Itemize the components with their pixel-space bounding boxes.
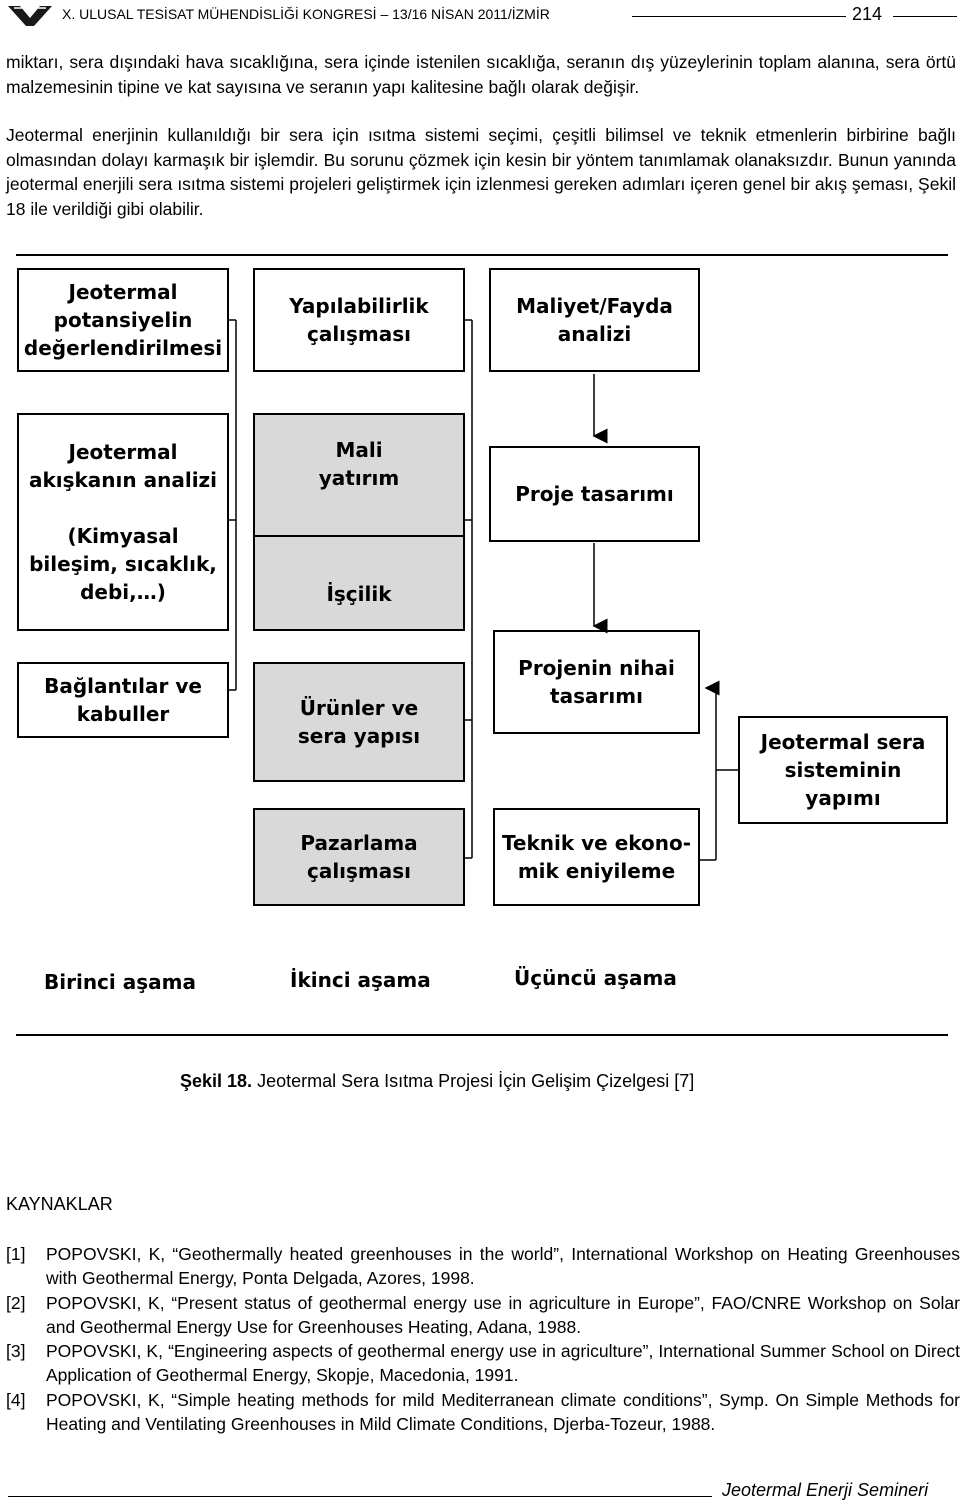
stage-label-1: Birinci aşama [44, 970, 196, 994]
box-line: İşçilik [326, 581, 392, 606]
box-line: potansiyelin [53, 308, 193, 332]
congress-logo [8, 6, 52, 26]
box-line: (Kimyasal [67, 524, 179, 548]
box-line: Teknik ve ekono- [501, 831, 692, 855]
figure-caption: Şekil 18. Jeotermal Sera Isıtma Projesi … [180, 1071, 694, 1092]
box-line: Jeotermal [68, 280, 178, 304]
box-line: akışkanın analizi [28, 468, 218, 492]
paragraph-2: Jeotermal enerjinin kullanıldığı bir ser… [6, 125, 956, 219]
box-proje-tasarimi: Proje tasarımı [489, 446, 700, 542]
header-rule-right [893, 16, 957, 17]
reference-text: POPOVSKI, K, “Present status of geotherm… [46, 1293, 960, 1338]
stage-label-3: Üçüncü aşama [514, 966, 677, 990]
box-teknik-ekonomik: Teknik ve ekono-mik eniyileme [493, 808, 700, 906]
box-line: çalışması [306, 859, 412, 883]
box-line: Proje tasarımı [515, 482, 674, 506]
reference-number: [1] [6, 1244, 26, 1264]
box-line: sisteminin [784, 758, 902, 782]
box-pazarlama: Pazarlama çalışması [253, 808, 465, 906]
box-mali-yatirim-iscilik: Mali yatırım İşçilik [253, 413, 465, 631]
box-akiskan-analizi: Jeotermal akışkanın analizi (Kimyasal bileş… [17, 413, 229, 631]
box-sera-yapimi: Jeotermal sera sisteminin yapımı [738, 716, 948, 824]
caption-text: Jeotermal Sera Isıtma Projesi İçin Geliş… [257, 1071, 695, 1091]
figure-bottom-rule [16, 1034, 948, 1036]
footer-rule [8, 1496, 712, 1497]
box-line: analizi [557, 322, 632, 346]
box-jeotermal-potansiyel: Jeotermal potansiyelin değerlendirilmesi [17, 268, 229, 372]
box-line: tasarımı [550, 684, 643, 708]
box-nihai-tasarim: Projenin nihai tasarımı [493, 630, 700, 734]
box-line: Projenin nihai [518, 656, 675, 680]
footer-text: Jeotermal Enerji Semineri [722, 1480, 929, 1500]
box-line: çalışması [306, 322, 412, 346]
box-line: debi,…) [80, 580, 166, 604]
box-line: Pazarlama [300, 831, 418, 855]
box-line: kabuller [76, 702, 170, 726]
reference-number: [3] [6, 1341, 26, 1361]
stage-label-2: İkinci aşama [290, 968, 431, 992]
flowchart-connectors [228, 319, 738, 861]
box-line: sera yapısı [297, 724, 421, 748]
caption-label: Şekil 18. [180, 1071, 253, 1091]
header-rule [632, 16, 846, 17]
reference-text: POPOVSKI, K, “Geothermally heated greenh… [46, 1244, 960, 1289]
reference-number: [4] [6, 1390, 26, 1410]
box-baglantilar: Bağlantılar ve kabuller [17, 662, 229, 738]
reference-number: [2] [6, 1293, 26, 1313]
box-line: yapımı [805, 786, 881, 810]
box-line: Maliyet/Fayda [516, 294, 673, 318]
box-line: Yapılabilirlik [289, 294, 429, 318]
box-line: Jeotermal [68, 440, 178, 464]
paragraph-1: miktarı, sera dışındaki hava sıcaklığına… [6, 52, 956, 97]
box-urunler: Ürünler ve sera yapısı [253, 662, 465, 782]
box-line: bileşim, sıcaklık, [29, 552, 217, 576]
page-number: 214 [852, 4, 883, 24]
box-line: Ürünler ve [299, 696, 419, 720]
references-heading: KAYNAKLAR [6, 1194, 113, 1214]
box-line: Jeotermal sera [760, 730, 926, 754]
box-line: değerlendirilmesi [23, 336, 223, 360]
box-maliyet-fayda: Maliyet/Fayda analizi [489, 268, 700, 372]
box-line: mik eniyileme [517, 859, 676, 883]
box-line: Bağlantılar ve [44, 674, 202, 698]
figure-top-rule [16, 254, 948, 256]
header-title: X. ULUSAL TESİSAT MÜHENDİSLİĞİ KONGRESİ … [62, 6, 550, 22]
box-line: yatırım [318, 466, 400, 491]
box-yapilabilirlik: Yapılabilirlik çalışması [253, 268, 465, 372]
reference-text: POPOVSKI, K, “Simple heating methods for… [46, 1390, 960, 1435]
reference-text: POPOVSKI, K, “Engineering aspects of geo… [46, 1341, 960, 1386]
box-line: Mali [335, 438, 383, 463]
